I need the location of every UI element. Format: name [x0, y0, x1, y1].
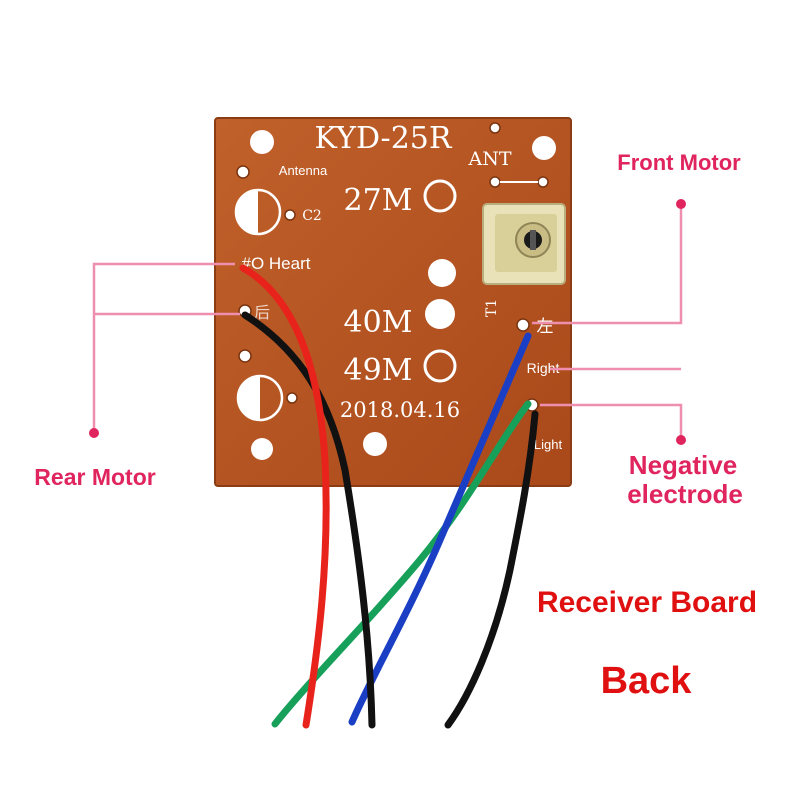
callout-dots [89, 199, 686, 445]
wire-black-right [444, 410, 539, 729]
capacitor-bottom [236, 374, 298, 422]
t1-label: T1 [484, 299, 500, 317]
freq-40m-dot [425, 299, 455, 329]
back-char: 后 [254, 303, 270, 322]
wire-blue [348, 332, 532, 726]
mount-hole-bottom-middle [363, 432, 387, 456]
dot-negative [676, 435, 686, 445]
freq-49m: 49M [344, 353, 413, 388]
dot-rear-motor [89, 428, 99, 438]
mount-hole-middle [428, 259, 456, 287]
mount-hole-bottom-left [251, 438, 273, 460]
wires [239, 264, 539, 729]
callout-lines [92, 204, 683, 440]
freq-49m-circle [423, 349, 457, 383]
back-title: Back [601, 660, 693, 702]
pad-heart-label: #O Heart [242, 254, 311, 273]
negative-electrode-label-1: Negative [629, 450, 737, 480]
board-model: KYD-25R [315, 121, 453, 156]
freq-27m: 27M [344, 183, 413, 218]
mount-hole-top-left [250, 130, 274, 154]
pad-light-label: Light [534, 437, 563, 452]
pad-antenna-label: Antenna [279, 163, 328, 178]
pcb-board: KYD-25R ANT 27M 40M 49M 2018.04.16 C2 T1… [214, 117, 572, 487]
receiver-board-title: Receiver Board [537, 586, 757, 619]
c2-label: C2 [302, 208, 322, 224]
freq-27m-circle [423, 179, 457, 213]
dot-front-motor [676, 199, 686, 209]
freq-40m: 40M [344, 305, 413, 340]
tuning-coil [482, 203, 566, 285]
pcb-body [214, 117, 572, 487]
front-motor-label: Front Motor [617, 150, 741, 175]
mount-hole-top-right [532, 136, 556, 160]
negative-electrode-label-2: electrode [627, 479, 743, 509]
board-date: 2018.04.16 [340, 398, 460, 422]
callout-front-motor-line [532, 204, 683, 325]
capacitor-c2 [234, 188, 296, 236]
rear-motor-label: Rear Motor [34, 464, 155, 490]
wire-black-left [241, 311, 376, 729]
wire-red [239, 264, 330, 729]
callout-rear-motor-line [92, 262, 235, 433]
ant-label: ANT [467, 148, 511, 170]
callout-negative-line [540, 403, 683, 440]
pad-right-label: Right [527, 360, 560, 376]
left-char: 左 [537, 317, 554, 337]
